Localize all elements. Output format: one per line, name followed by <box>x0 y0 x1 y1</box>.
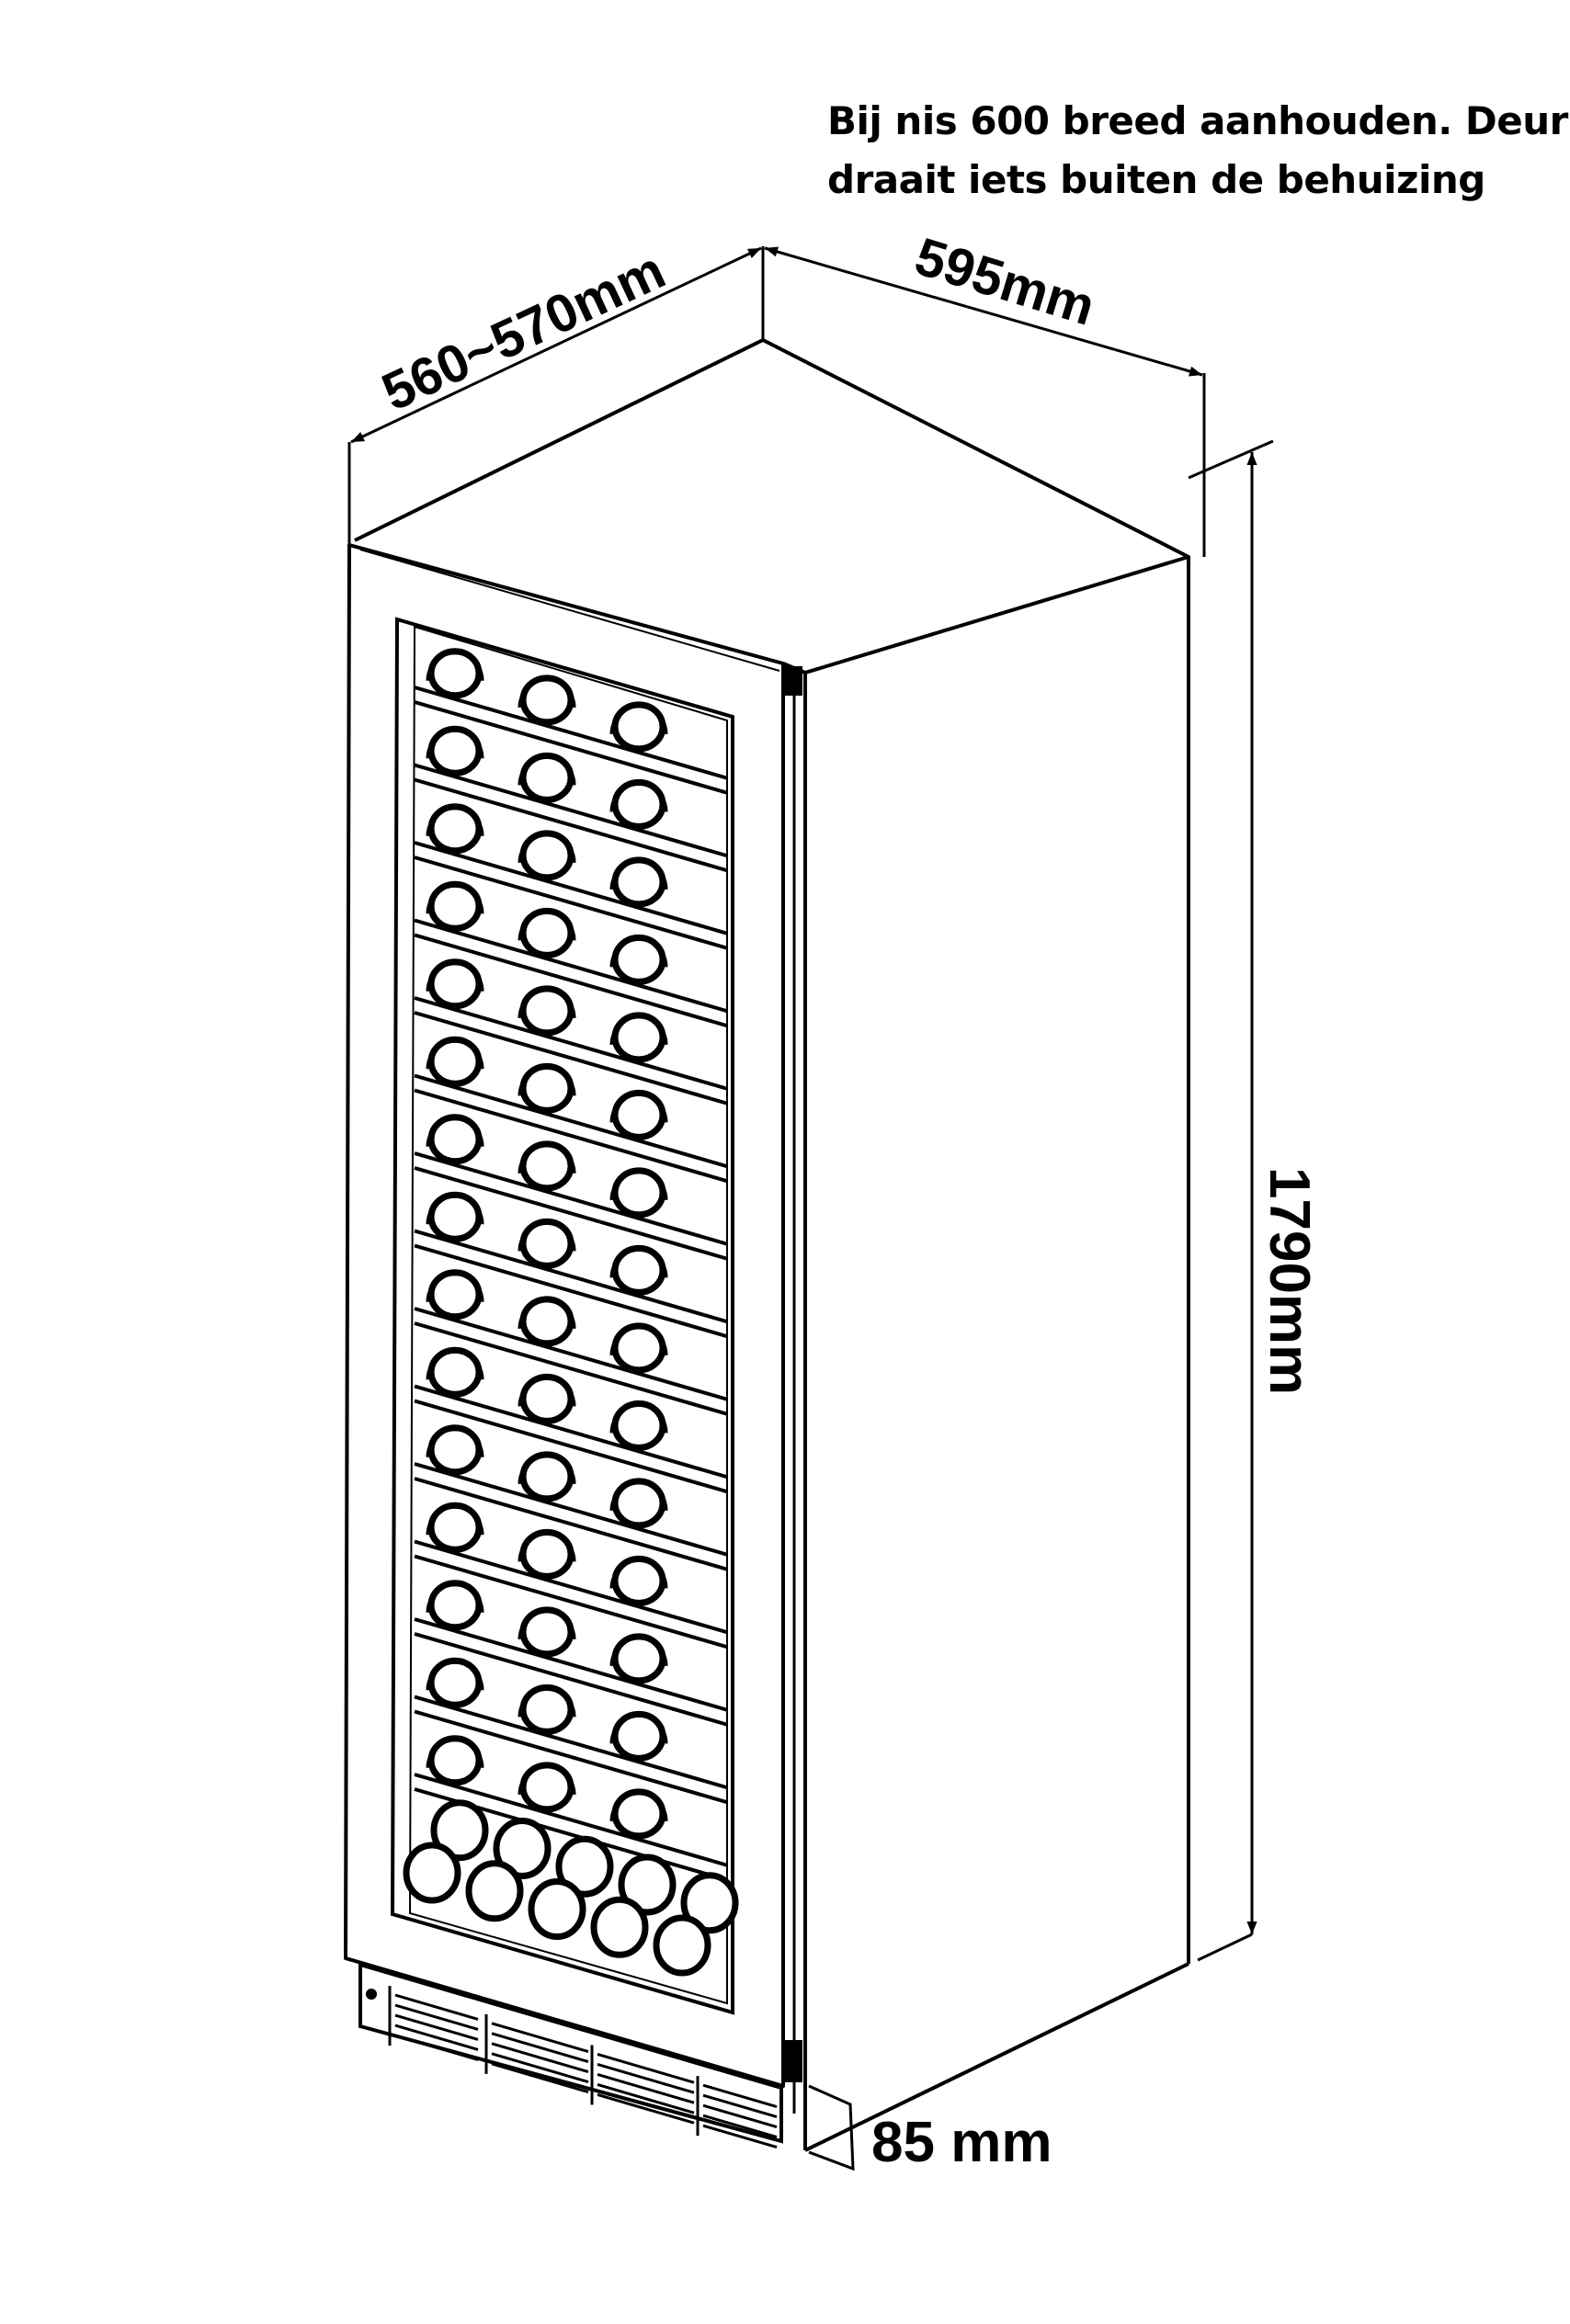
bottom-bottle-stack <box>403 1799 739 1977</box>
height-dimension-label: 1790mm <box>1257 1167 1321 1395</box>
depth-dimension-label: 560~570mm <box>373 240 674 423</box>
bottle-shelves <box>414 648 728 1882</box>
glass-window <box>390 617 734 2015</box>
installation-note-line-1: Bij nis 600 breed aanhouden. Deur <box>827 98 1568 143</box>
width-dimension-label: 595mm <box>908 226 1101 337</box>
plinth-vent <box>358 1962 783 2148</box>
plinth-dimension-label: 85 mm <box>871 2111 1052 2174</box>
installation-note-line-2: draait iets buiten de behuizing <box>827 157 1485 202</box>
installation-note: Bij nis 600 breed aanhouden. Deur draait… <box>827 92 1568 210</box>
door <box>344 543 806 2114</box>
dimension-lines <box>347 246 1274 2171</box>
